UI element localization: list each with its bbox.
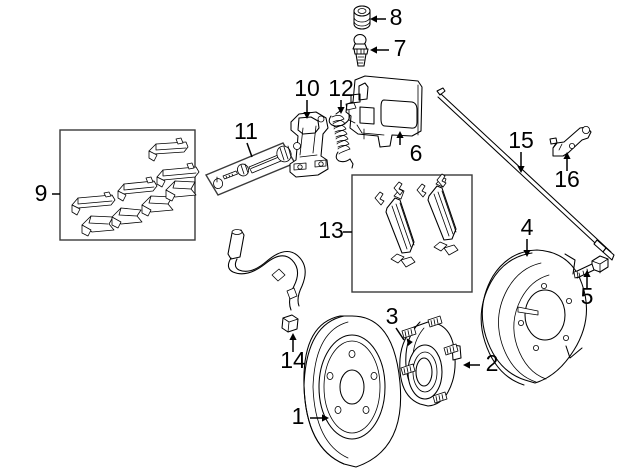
wheel-stud <box>443 343 459 356</box>
callout-label-14: 14 <box>280 347 306 373</box>
callout-label-3: 3 <box>386 303 399 329</box>
clip-item <box>148 137 189 162</box>
clip-item <box>165 180 197 202</box>
brake-pad-item <box>416 173 459 256</box>
brake-rotor[interactable] <box>303 315 402 468</box>
callout-label-1: 1 <box>292 403 305 429</box>
callout-label-4: 4 <box>521 214 534 240</box>
wheel-stud <box>427 315 443 328</box>
callout-label-15: 15 <box>508 127 534 153</box>
guide-pin <box>237 145 292 177</box>
caliper-bracket[interactable] <box>289 111 329 178</box>
return-spring[interactable] <box>328 110 354 169</box>
leader-3 <box>395 327 405 341</box>
guide-pin-group[interactable] <box>204 142 297 196</box>
callout-label-9: 9 <box>35 180 48 206</box>
bleeder-cap[interactable] <box>353 5 371 30</box>
clip-item <box>71 191 116 216</box>
arrowhead-3 <box>406 338 413 346</box>
callout-label-11: 11 <box>234 118 258 144</box>
clip-item <box>156 162 200 188</box>
wheel-hub-bearing[interactable] <box>399 315 462 407</box>
arrowhead-15 <box>517 166 525 173</box>
arrowhead-10 <box>303 112 311 119</box>
callout-label-13: 13 <box>318 217 344 243</box>
brake-pad-group[interactable] <box>351 173 473 293</box>
arrowhead-5 <box>583 270 591 277</box>
brake-caliper-housing[interactable] <box>345 75 423 148</box>
callout-label-6: 6 <box>410 140 423 166</box>
hardware-kit-group[interactable] <box>59 129 200 241</box>
arrowhead-6 <box>396 131 404 138</box>
arrowhead-4 <box>523 250 531 257</box>
arrowhead-16 <box>563 152 571 159</box>
callout-label-16: 16 <box>554 166 580 192</box>
wheel-stud <box>400 363 416 376</box>
arrowhead-12 <box>337 107 345 114</box>
wheel-studs <box>400 315 459 404</box>
guide-pin-bolt <box>213 170 238 189</box>
bleeder-screw[interactable] <box>352 33 369 67</box>
callout-label-8: 8 <box>390 4 403 30</box>
brake-hose-line[interactable] <box>436 87 615 261</box>
abs-wheel-speed-sensor[interactable] <box>227 229 306 333</box>
clip-item <box>111 207 143 229</box>
hardware-clips <box>71 137 200 237</box>
wheel-stud <box>401 326 417 339</box>
brake-backing-plate[interactable] <box>480 249 587 386</box>
hose-bracket[interactable] <box>549 126 592 157</box>
callout-label-10: 10 <box>294 75 320 101</box>
wheel-stud <box>432 391 448 404</box>
arrowhead-7 <box>370 46 377 54</box>
backing-plate-bolt[interactable] <box>573 255 609 279</box>
callout-label-2: 2 <box>486 350 499 376</box>
clip-item <box>117 176 158 202</box>
clip-item <box>141 195 174 217</box>
arrowhead-8 <box>370 15 377 23</box>
leader-11 <box>246 142 253 158</box>
brake-pad-item <box>374 181 416 268</box>
spring-coils <box>328 113 351 163</box>
clip-item <box>81 215 115 237</box>
callout-label-7: 7 <box>394 35 407 61</box>
arrowhead-1 <box>322 414 329 422</box>
callout-label-12: 12 <box>328 75 354 101</box>
arrowhead-14 <box>289 333 297 340</box>
callout-label-5: 5 <box>581 283 594 309</box>
arrowhead-2 <box>463 361 470 369</box>
